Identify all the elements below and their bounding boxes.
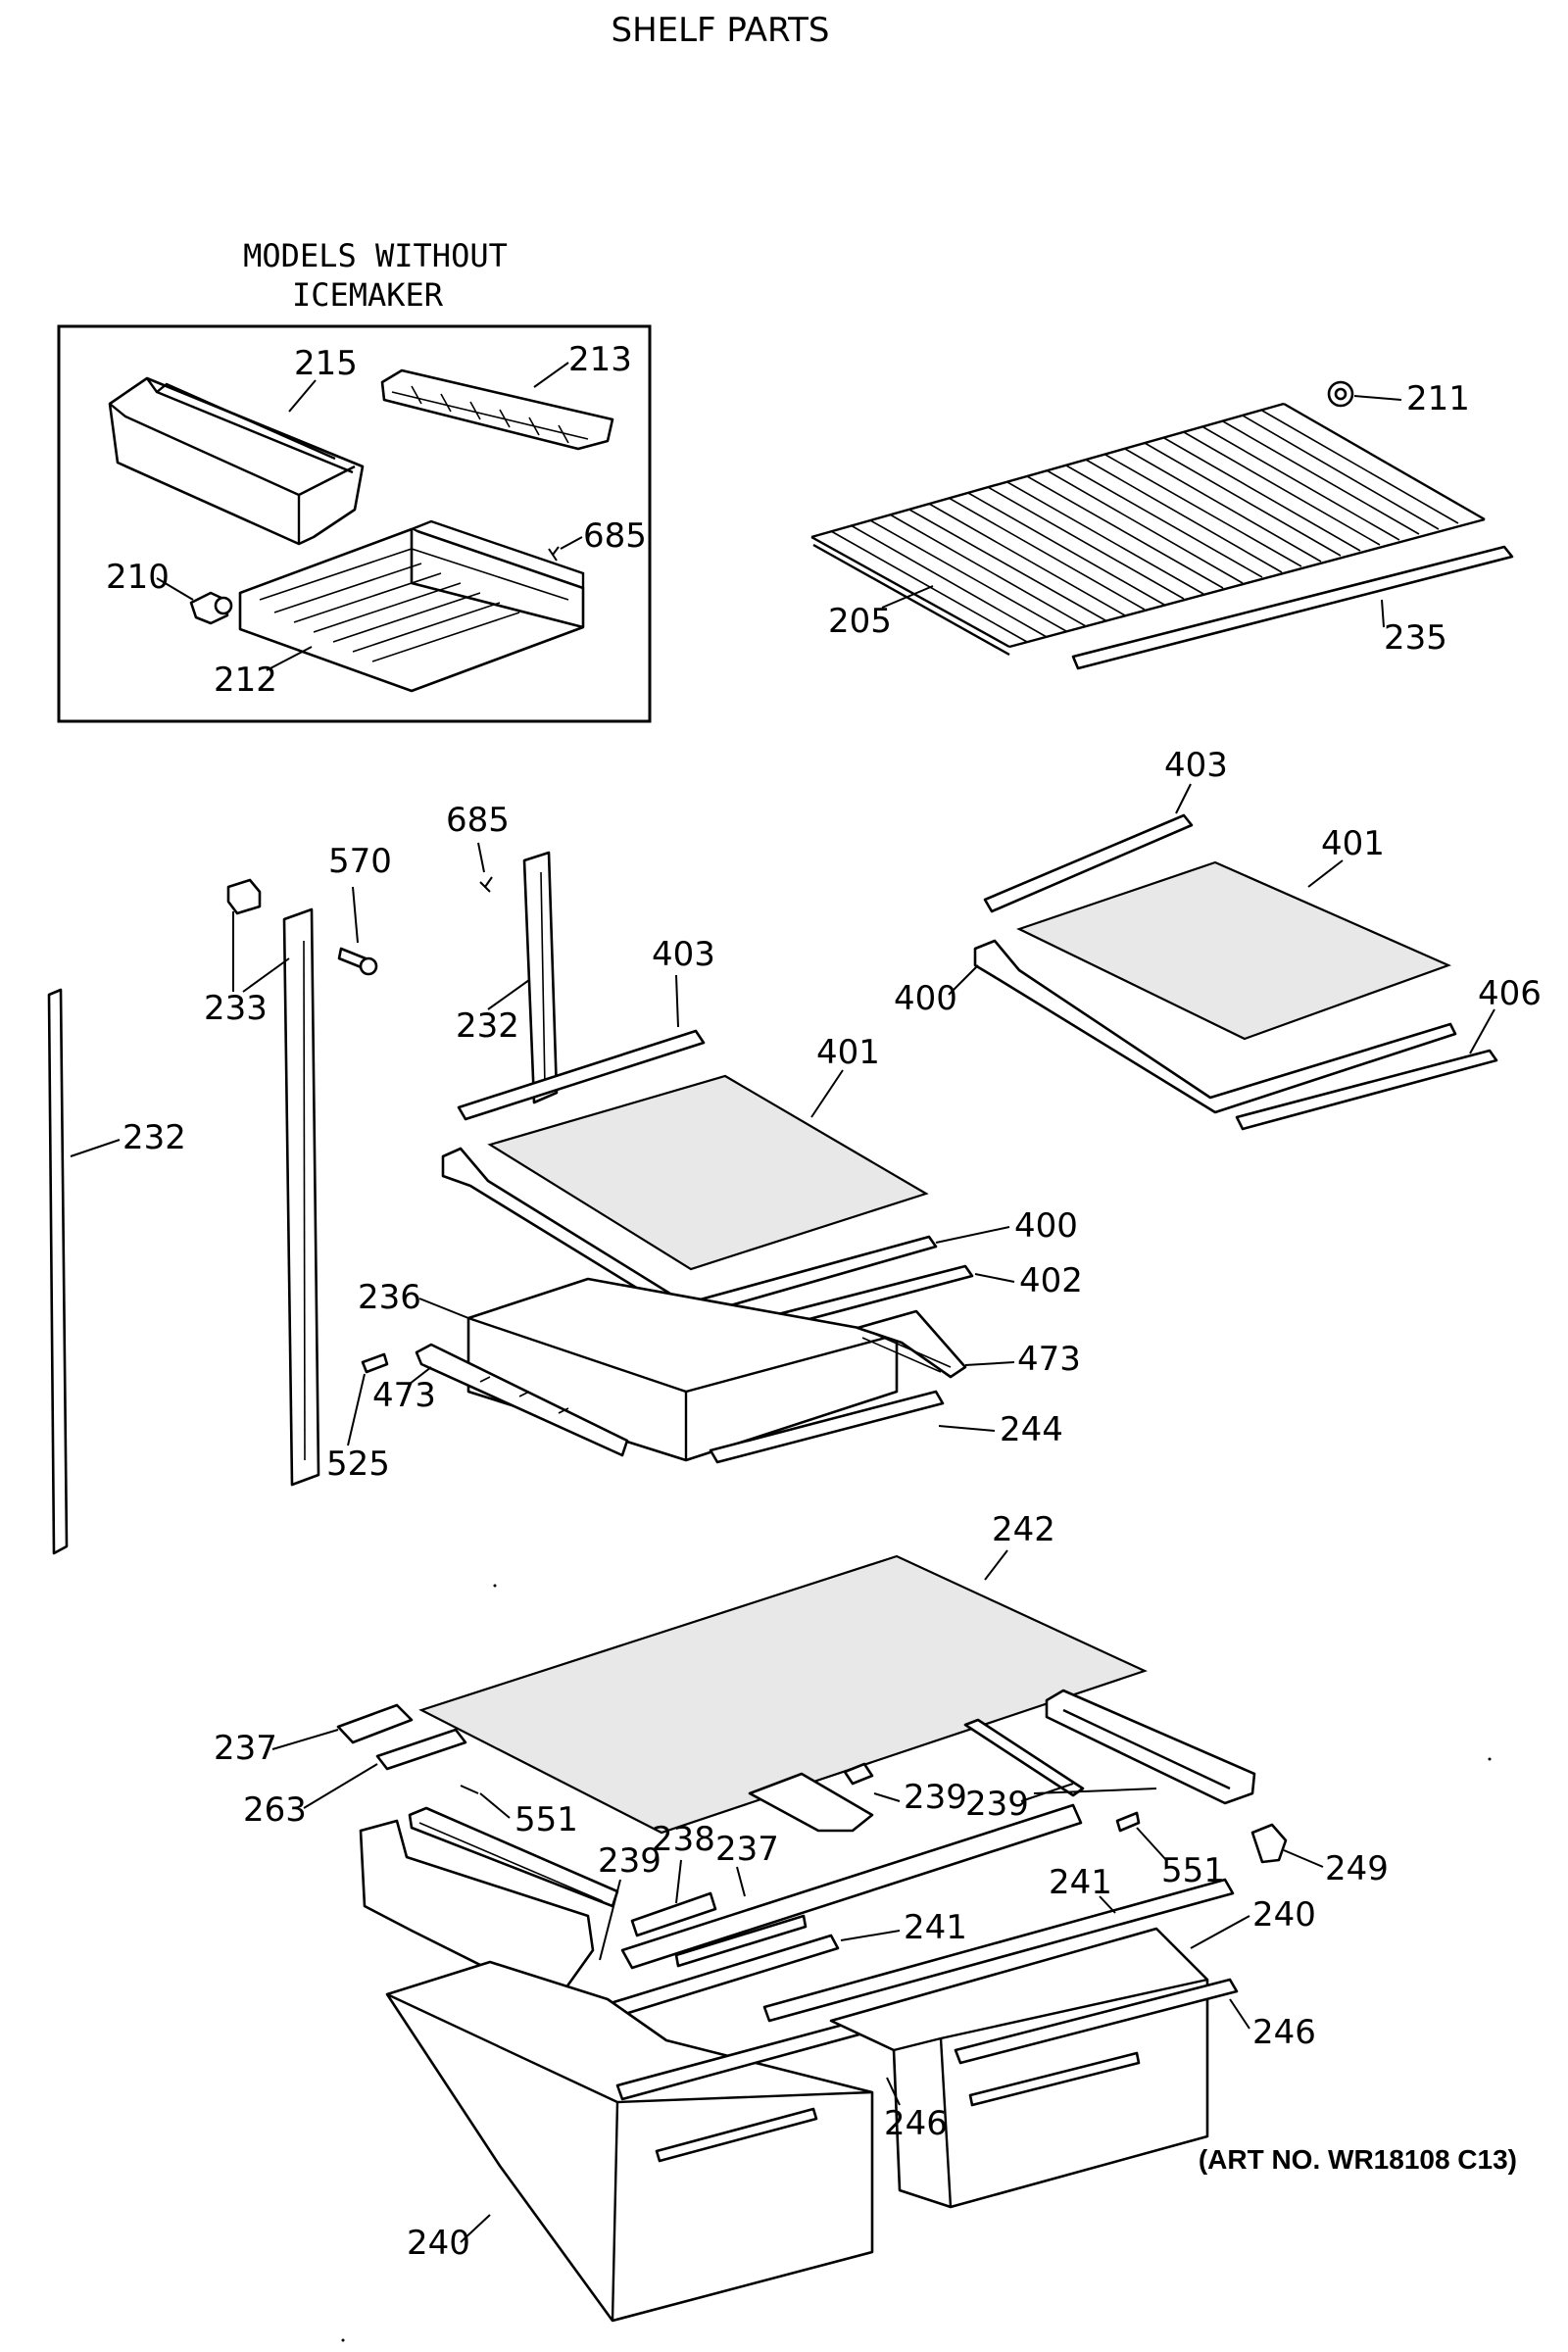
inset-title-line2: ICEMAKER bbox=[292, 276, 444, 314]
callout-212: 212 bbox=[214, 661, 277, 700]
callout-205: 205 bbox=[828, 602, 892, 641]
callout-215: 215 bbox=[294, 344, 358, 383]
callout-400-right: 400 bbox=[894, 979, 957, 1018]
callout-240-right: 240 bbox=[1252, 1895, 1316, 1935]
callout-238: 238 bbox=[652, 1820, 715, 1859]
diagram-title: SHELF PARTS bbox=[611, 11, 829, 50]
callout-232-center: 232 bbox=[456, 1006, 519, 1046]
callout-403-right: 403 bbox=[1164, 746, 1228, 785]
shelf-trim-part bbox=[1071, 545, 1514, 670]
left-rail-part bbox=[47, 988, 69, 1555]
callout-241-right: 241 bbox=[1049, 1863, 1112, 1902]
callout-239-center: 239 bbox=[904, 1778, 967, 1817]
callout-236: 236 bbox=[358, 1278, 421, 1317]
center-rail-part bbox=[282, 907, 320, 1487]
callout-401-right: 401 bbox=[1321, 824, 1385, 863]
callout-244: 244 bbox=[1000, 1410, 1063, 1449]
callout-525: 525 bbox=[326, 1445, 390, 1484]
ice-bin-part bbox=[238, 519, 585, 693]
callout-210: 210 bbox=[106, 558, 170, 597]
wire-shelf-part bbox=[810, 402, 1486, 657]
callout-232-left: 232 bbox=[122, 1118, 186, 1157]
callout-249: 249 bbox=[1325, 1849, 1389, 1888]
fitting-part bbox=[189, 591, 233, 625]
inset-border bbox=[57, 324, 652, 723]
ice-tray-part bbox=[380, 368, 614, 451]
callout-685: 685 bbox=[583, 516, 647, 556]
callout-239-left: 239 bbox=[598, 1841, 662, 1881]
ice-bucket-part bbox=[108, 376, 365, 546]
screw-551-right bbox=[1115, 1811, 1141, 1833]
callout-241-left: 241 bbox=[904, 1908, 967, 1947]
slide-bracket-239 bbox=[748, 1762, 874, 1833]
callout-239-right: 239 bbox=[965, 1785, 1029, 1824]
cover-support-left bbox=[336, 1703, 467, 1771]
callout-235: 235 bbox=[1384, 618, 1447, 658]
callout-233: 233 bbox=[204, 989, 268, 1028]
callout-237-center: 237 bbox=[715, 1830, 779, 1869]
callout-263: 263 bbox=[243, 1790, 307, 1830]
right-shelf-assembly bbox=[973, 813, 1498, 1131]
callout-551-left: 551 bbox=[514, 1800, 578, 1839]
rear-rail-part bbox=[522, 851, 559, 1104]
callout-473-right: 473 bbox=[1017, 1340, 1081, 1379]
crisper-drawer-right bbox=[829, 1927, 1239, 2209]
callout-213: 213 bbox=[568, 340, 632, 379]
callout-403-center: 403 bbox=[652, 935, 715, 974]
shelf-nut-part bbox=[1327, 380, 1354, 408]
rail-cap-part bbox=[226, 878, 262, 915]
bracket-249 bbox=[1250, 1823, 1288, 1864]
callout-401-center: 401 bbox=[816, 1033, 880, 1072]
callout-246-center: 246 bbox=[884, 2104, 948, 2143]
callout-242: 242 bbox=[992, 1510, 1055, 1549]
crisper-rail-241-right bbox=[762, 1878, 1235, 2023]
callout-402: 402 bbox=[1019, 1261, 1083, 1300]
art-number: (ART NO. WR18108 C13) bbox=[1199, 2144, 1517, 2175]
crisper-drawer-left bbox=[385, 1960, 911, 2323]
callout-240-left: 240 bbox=[407, 2224, 470, 2263]
center-rail-237 bbox=[620, 1803, 1083, 1970]
callout-246-right: 246 bbox=[1252, 2013, 1316, 2052]
cover-support-right bbox=[963, 1689, 1256, 1805]
models-without-icemaker-inset: MODELS WITHOUT ICEMAKER 215 213 685 21 bbox=[57, 237, 652, 723]
screw-525 bbox=[361, 1352, 389, 1374]
screw-570 bbox=[337, 947, 378, 976]
divider-238 bbox=[630, 1891, 717, 1937]
callout-400-center: 400 bbox=[1014, 1206, 1078, 1246]
callout-473-left: 473 bbox=[372, 1376, 436, 1415]
crisper-cover-glass bbox=[418, 1554, 1148, 1835]
middle-shelf-assembly bbox=[415, 1029, 974, 1464]
callout-685-main: 685 bbox=[446, 801, 510, 840]
callout-570: 570 bbox=[328, 842, 392, 881]
crisper-frame-left bbox=[359, 1806, 619, 1993]
callout-406: 406 bbox=[1478, 974, 1542, 1013]
callout-237-left: 237 bbox=[214, 1729, 277, 1768]
inset-title-line1: MODELS WITHOUT bbox=[243, 237, 508, 274]
callout-211: 211 bbox=[1406, 379, 1470, 418]
